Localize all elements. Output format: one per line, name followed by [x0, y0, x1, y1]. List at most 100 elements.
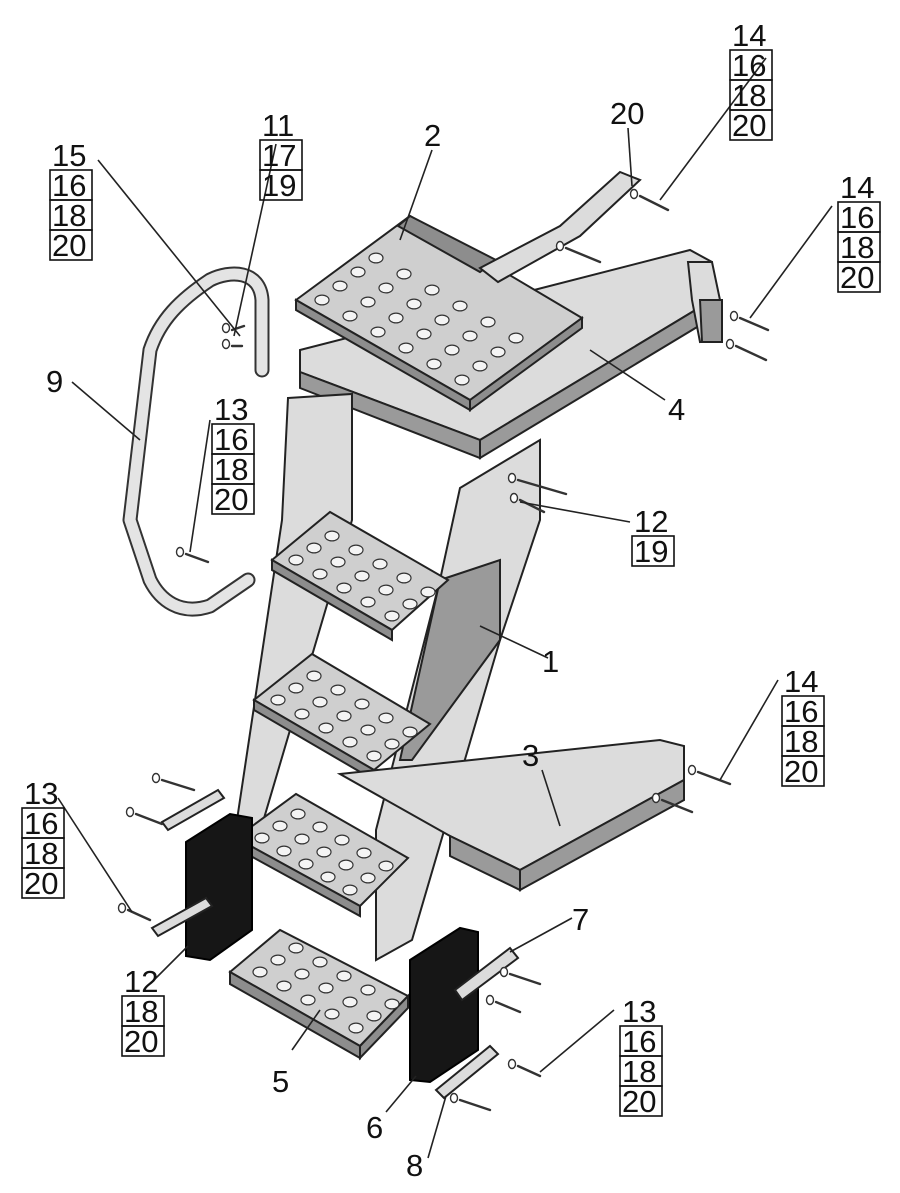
perforation-hole — [306, 670, 322, 682]
washer — [687, 764, 697, 776]
callout-number: 16 — [52, 168, 86, 203]
perforation-hole — [426, 358, 442, 370]
perforation-hole — [324, 530, 340, 542]
washer — [485, 994, 495, 1006]
perforation-hole — [368, 252, 384, 264]
callout-number: 18 — [24, 836, 58, 871]
callout-number: 19 — [262, 168, 296, 203]
bolt — [564, 246, 602, 264]
perforation-hole — [276, 845, 292, 857]
washer — [725, 338, 735, 350]
part-8-link-bar — [150, 896, 500, 1100]
callout-number: 18 — [52, 198, 86, 233]
callout-3: 3 — [522, 738, 539, 773]
perforation-hole — [378, 282, 394, 294]
bolt — [638, 194, 670, 212]
callout-number: 16 — [622, 1024, 656, 1059]
callout-number: 15 — [52, 138, 86, 173]
washer — [125, 806, 135, 818]
perforation-hole — [396, 268, 412, 280]
callout-number: 12 — [124, 964, 158, 999]
callout-number: 17 — [262, 138, 296, 173]
perforation-hole — [338, 859, 354, 871]
perforation-hole — [396, 572, 412, 584]
part-2-top-step — [294, 214, 584, 412]
perforation-hole — [402, 598, 418, 610]
callout-box — [631, 535, 675, 567]
callout-number: 14 — [784, 664, 818, 699]
perforation-hole — [378, 860, 394, 872]
perforation-hole — [254, 832, 270, 844]
perforation-hole — [294, 833, 310, 845]
perforation-hole — [454, 374, 470, 386]
washer — [175, 546, 185, 558]
callout-number: 19 — [634, 534, 668, 569]
callout-number: 14 — [732, 18, 766, 53]
callout-number: 16 — [214, 422, 248, 457]
callout-number: 16 — [784, 694, 818, 729]
perforation-hole — [416, 328, 432, 340]
callout-7: 7 — [572, 902, 589, 937]
callout-20: 20 — [610, 96, 644, 131]
perforation-hole — [318, 722, 334, 734]
perforation-hole — [370, 326, 386, 338]
perforation-hole — [366, 750, 382, 762]
callout-number: 13 — [622, 994, 656, 1029]
callout-6: 6 — [366, 1110, 383, 1145]
callout-box — [619, 1085, 663, 1117]
washer — [499, 966, 509, 978]
callout-number: 18 — [214, 452, 248, 487]
callout-number: 16 — [732, 48, 766, 83]
callout-number: 16 — [24, 806, 58, 841]
callout-8: 8 — [406, 1148, 423, 1183]
perforation-hole — [384, 998, 400, 1010]
perforation-hole — [342, 310, 358, 322]
perforation-hole — [462, 330, 478, 342]
perforation-hole — [402, 726, 418, 738]
callout-number: 20 — [214, 482, 248, 517]
perforation-hole — [360, 872, 376, 884]
perforation-hole — [424, 284, 440, 296]
callout-box — [781, 755, 825, 787]
bolt — [134, 812, 164, 826]
part-3-lower-bar — [336, 738, 685, 892]
perforation-hole — [356, 847, 372, 859]
washer — [221, 338, 231, 350]
callout-number: 13 — [24, 776, 58, 811]
perforation-hole — [490, 346, 506, 358]
perforation-hole — [480, 316, 496, 328]
callout-number: 16 — [840, 200, 874, 235]
part-6-pad-right — [409, 926, 479, 1084]
perforation-hole — [270, 954, 286, 966]
perforation-hole — [332, 280, 348, 292]
callout-number: 20 — [124, 1024, 158, 1059]
callout-number: 18 — [124, 994, 158, 1029]
perforation-hole — [336, 970, 352, 982]
callout-number: 18 — [840, 230, 874, 265]
callout-number: 18 — [784, 724, 818, 759]
perforation-hole — [406, 298, 422, 310]
bolt — [508, 972, 542, 986]
perforation-hole — [472, 360, 488, 372]
perforation-hole — [334, 834, 350, 846]
perforation-hole — [324, 1008, 340, 1020]
perforation-hole — [508, 332, 524, 344]
perforation-hole — [444, 344, 460, 356]
callout-number: 18 — [622, 1054, 656, 1089]
fastener-bolts — [117, 188, 770, 1112]
step-perforation-holes — [252, 252, 524, 1034]
perforation-hole — [360, 596, 376, 608]
bolt — [184, 552, 210, 564]
perforation-hole — [316, 846, 332, 858]
perforation-hole — [452, 300, 468, 312]
callout-number: 20 — [52, 228, 86, 263]
perforation-hole — [354, 698, 370, 710]
perforation-hole — [354, 570, 370, 582]
callout-box — [21, 867, 65, 899]
